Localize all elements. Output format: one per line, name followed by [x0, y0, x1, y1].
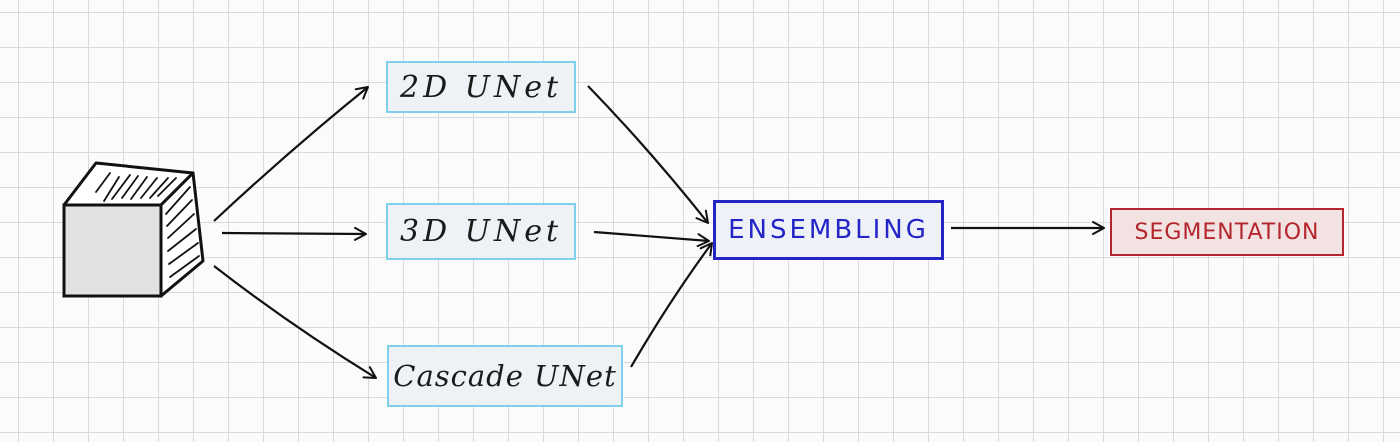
node-2d-unet-label: 2D UNet — [399, 69, 563, 105]
node-segmentation-label: SEGMENTATION — [1134, 219, 1320, 245]
arrow-2d-unet-to-ensembling — [587, 85, 709, 224]
cube-top-hatching — [95, 172, 177, 202]
node-ensembling-label: ENSEMBLING — [728, 215, 929, 245]
node-segmentation: SEGMENTATION — [1110, 208, 1344, 256]
node-2d-unet: 2D UNet — [386, 61, 576, 113]
arrow-cascade-unet-to-ensembling — [630, 242, 713, 368]
cube-side-hatching — [165, 186, 200, 278]
node-cascade-unet: Cascade UNet — [387, 345, 623, 407]
node-3d-unet: 3D UNet — [386, 203, 576, 260]
node-cascade-unet-label: Cascade UNet — [393, 359, 617, 393]
arrow-3d-unet-to-ensembling — [593, 230, 710, 248]
arrow-input-to-cascade-unet — [213, 265, 377, 379]
arrow-input-to-2d-unet — [213, 86, 369, 222]
node-ensembling: ENSEMBLING — [713, 200, 944, 260]
arrow-input-to-3d-unet — [221, 226, 367, 241]
cube-icon — [62, 161, 205, 298]
node-3d-unet-label: 3D UNet — [399, 214, 563, 249]
